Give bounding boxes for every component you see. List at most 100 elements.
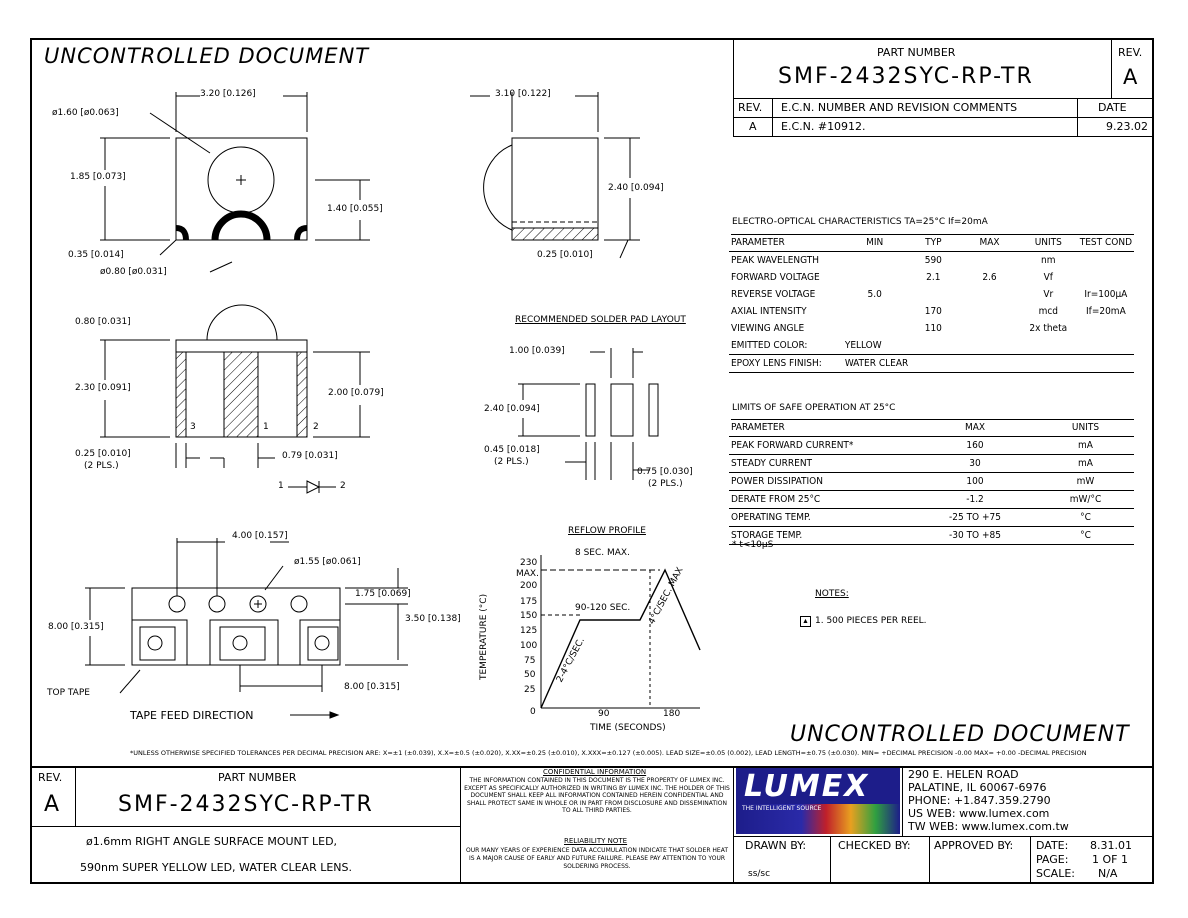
reflow-ytick-100: 100 [520, 641, 538, 651]
tb-us-web: US WEB: www.lumex.com [908, 807, 1050, 820]
lumex-logo-text: LUMEX [744, 769, 870, 804]
reflow-ytick-0: 0 [530, 707, 536, 717]
tb-page: 1 OF 1 [1092, 853, 1128, 866]
safe-op-title: LIMITS OF SAFE OPERATION AT 25°C [732, 403, 896, 413]
table-row: STORAGE TEMP.-30 TO +85°C [729, 527, 1134, 545]
dim-tape-pitch: 4.00 [0.157] [232, 531, 288, 541]
reflow-label-peak: 8 SEC. MAX. [575, 548, 630, 558]
dim-tape-width: 8.00 [0.315] [48, 622, 104, 632]
emitted-color-label: EMITTED COLOR: [731, 340, 808, 351]
dim-pad-dia: ø0.80 [ø0.031] [100, 267, 167, 277]
dim-front-lens-h: 0.80 [0.031] [75, 317, 131, 327]
eo-h-param: PARAMETER [731, 237, 785, 248]
rev-label-header: REV. [1118, 46, 1143, 59]
dim-side-height: 2.40 [0.094] [608, 183, 664, 193]
tb-drawn-by: ss/sc [748, 869, 771, 879]
pin-1-label: 1 [263, 422, 269, 432]
tb-checked-by-label: CHECKED BY: [838, 839, 911, 852]
diode-pin-2: 2 [340, 481, 346, 491]
drawing-frame [30, 38, 1154, 884]
dim-pad-gap-pls: (2 PLS.) [648, 479, 683, 489]
tb-rev-label: REV. [38, 771, 63, 784]
dim-pad-side-pls: (2 PLS.) [494, 457, 529, 467]
dim-pad-height: 2.40 [0.094] [484, 404, 540, 414]
note-flag-icon: ▲ [800, 616, 811, 627]
tb-date: 8.31.01 [1090, 839, 1132, 852]
top-tape-label: TOP TAPE [47, 688, 90, 698]
dim-lens-dia: ø1.60 [ø0.063] [52, 108, 119, 118]
tb-rev-value: A [44, 792, 60, 817]
front-view-lens [206, 304, 278, 341]
eo-table: PARAMETER MIN TYP MAX UNITS TEST COND PE… [729, 234, 1134, 373]
tb-description-2: 590nm SUPER YELLOW LED, WATER CLEAR LENS… [80, 861, 353, 874]
tb-part-number: SMF-2432SYC-RP-TR [118, 792, 374, 817]
safe-op-table: PARAMETER MAX UNITS PEAK FORWARD CURRENT… [729, 419, 1134, 545]
reflow-ytick-230: 230 [520, 558, 538, 568]
dim-top-width: 3.20 [0.126] [200, 89, 256, 99]
tb-part-number-label: PART NUMBER [218, 771, 297, 784]
rev-value-header: A [1123, 65, 1138, 89]
safe-h-param: PARAMETER [731, 422, 785, 433]
epoxy-label: EPOXY LENS FINISH: [731, 358, 822, 369]
part-number-label: PART NUMBER [877, 46, 956, 59]
dim-front-pitch: 0.79 [0.031] [282, 451, 338, 461]
rev-table-header-date: DATE [1098, 101, 1127, 114]
safe-op-footnote: * t<10µS [732, 540, 774, 550]
tape-feed-direction: TAPE FEED DIRECTION [130, 709, 254, 722]
tb-address-2: PALATINE, IL 60067-6976 [908, 781, 1047, 794]
safe-h-max: MAX [964, 422, 986, 433]
tb-confidential-text: THE INFORMATION CONTAINED IN THIS DOCUME… [464, 777, 730, 814]
side-view-lens [483, 144, 513, 231]
tb-tw-web: TW WEB: www.lumex.com.tw [908, 820, 1069, 833]
eo-h-test: TEST COND [1079, 237, 1132, 248]
side-view-body [511, 137, 599, 241]
solder-pad-title: RECOMMENDED SOLDER PAD LAYOUT [515, 315, 686, 325]
dim-front-lead: 0.25 [0.010] [75, 449, 131, 459]
reflow-xtick-180: 180 [663, 709, 681, 719]
rev-table-rev: A [749, 120, 757, 133]
note-item-1: 1. 500 PIECES PER REEL. [815, 616, 927, 626]
reflow-xtick-90: 90 [598, 709, 610, 719]
dim-top-height: 1.85 [0.073] [70, 172, 126, 182]
rev-table-ecn: E.C.N. #10912. [781, 120, 866, 133]
dim-front-lead-pls: (2 PLS.) [84, 461, 119, 471]
reflow-ytick-50: 50 [524, 670, 536, 680]
eo-h-typ: TYP [925, 237, 942, 248]
top-view-body [175, 137, 308, 241]
table-row: EMITTED COLOR:YELLOW [729, 337, 1134, 355]
dim-side-width: 3.10 [0.122] [495, 89, 551, 99]
top-view-pad [211, 210, 271, 241]
reflow-title: REFLOW PROFILE [568, 526, 646, 536]
dim-pad-width: 1.00 [0.039] [509, 346, 565, 356]
rev-table-header-ecn: E.C.N. NUMBER AND REVISION COMMENTS [781, 101, 1018, 114]
dim-side-base: 0.25 [0.010] [537, 250, 593, 260]
reflow-ytick-200: 200 [520, 581, 538, 591]
tb-description-1: ø1.6mm RIGHT ANGLE SURFACE MOUNT LED, [86, 835, 338, 848]
eo-h-units: UNITS [1034, 237, 1062, 248]
reflow-curve [540, 568, 701, 709]
dim-front-height: 2.30 [0.091] [75, 383, 131, 393]
eo-h-min: MIN [866, 237, 884, 248]
part-number-header: SMF-2432SYC-RP-TR [778, 64, 1034, 89]
reflow-ytick-max: MAX. [516, 569, 539, 579]
table-row: OPERATING TEMP.-25 TO +75°C [729, 509, 1134, 527]
dim-pad-side: 0.45 [0.018] [484, 445, 540, 455]
tb-scale: N/A [1098, 867, 1118, 880]
tb-phone: PHONE: +1.847.359.2790 [908, 794, 1051, 807]
tb-address-1: 290 E. HELEN ROAD [908, 768, 1019, 781]
dim-pad-gap: 0.75 [0.030] [637, 467, 693, 477]
reflow-xlabel: TIME (SECONDS) [590, 723, 666, 733]
dim-sprocket-edge: 1.75 [0.069] [355, 589, 411, 599]
tb-confidential-title: CONFIDENTIAL INFORMATION [543, 768, 647, 776]
tolerances-note: *UNLESS OTHERWISE SPECIFIED TOLERANCES P… [130, 750, 1087, 757]
tb-page-label: PAGE: [1036, 853, 1069, 866]
eo-title: ELECTRO-OPTICAL CHARACTERISTICS TA=25°C … [732, 217, 988, 227]
tb-scale-label: SCALE: [1036, 867, 1075, 880]
pin-2-label: 2 [313, 422, 319, 432]
